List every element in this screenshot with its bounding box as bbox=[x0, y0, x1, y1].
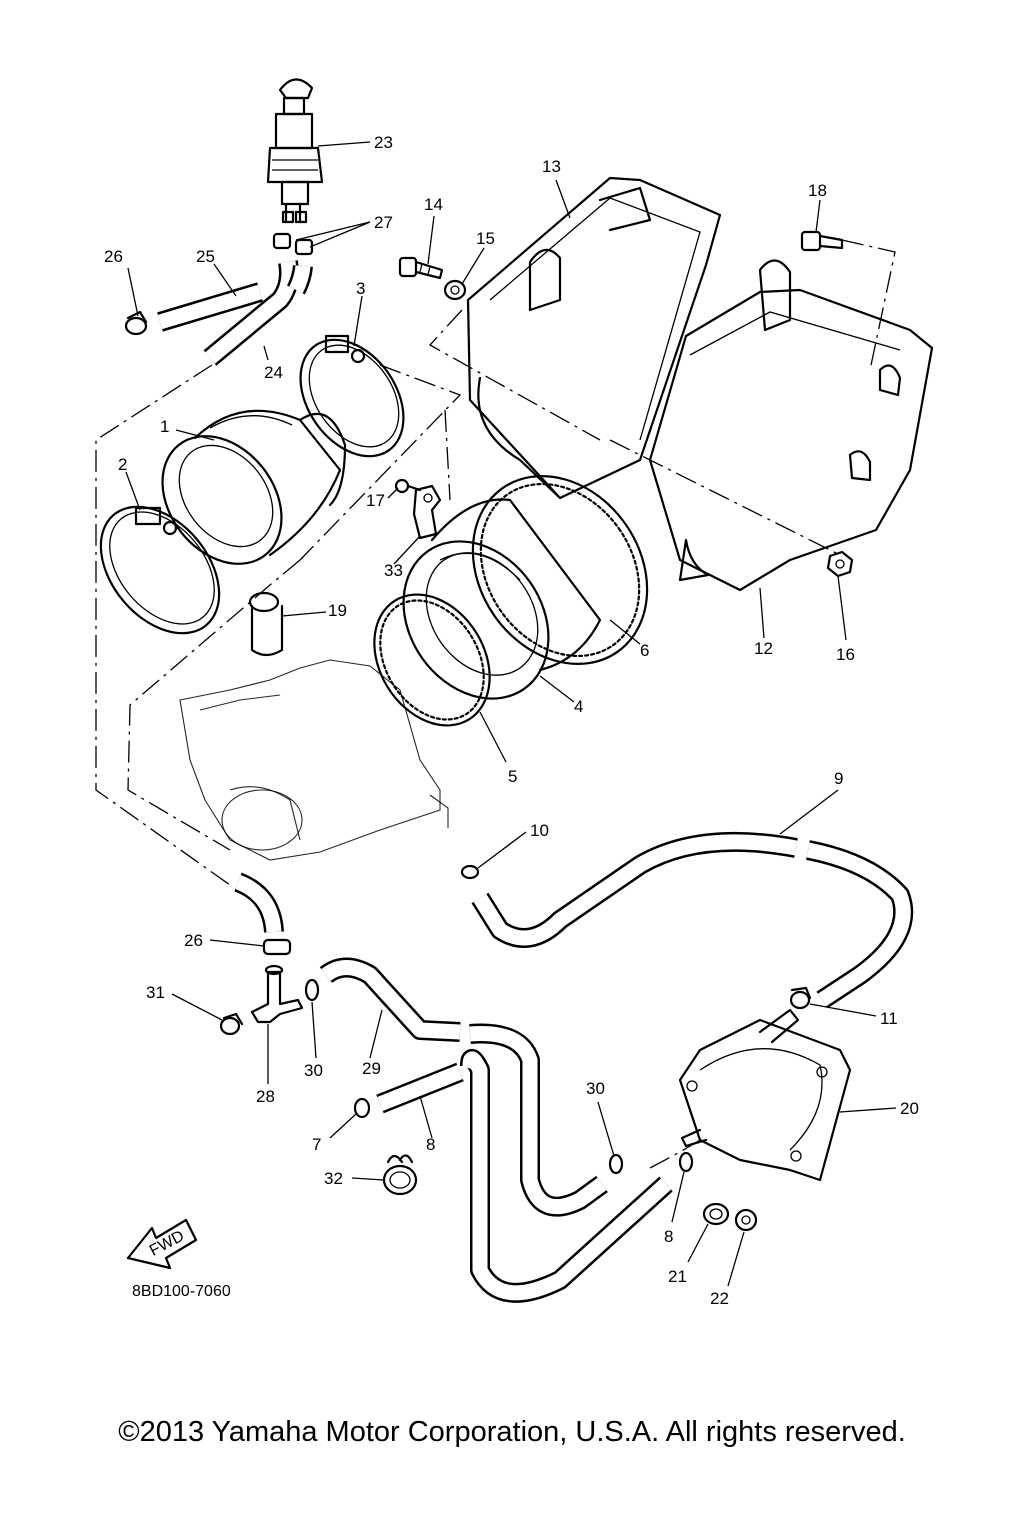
label-10: 10 bbox=[530, 821, 549, 840]
copyright-notice: ©2013 Yamaha Motor Corporation, U.S.A. A… bbox=[118, 1416, 906, 1448]
fuel-hose-9 bbox=[471, 831, 914, 1009]
clamp-band-2 bbox=[99, 505, 221, 635]
clip-32 bbox=[382, 1154, 418, 1196]
air-box-cover-13 bbox=[466, 176, 722, 500]
label-7: 8 bbox=[426, 1135, 435, 1154]
label-30-left: 30 bbox=[304, 1061, 323, 1080]
clip-30-left bbox=[304, 978, 320, 1002]
label-21: 21 bbox=[668, 1267, 687, 1286]
label-8-left: 7 bbox=[312, 1135, 321, 1154]
fwd-arrow: FWD bbox=[126, 1218, 198, 1270]
label-24: 24 bbox=[264, 363, 283, 382]
part-labels: 23 27 26 25 24 3 1 2 13 14 15 18 17 33 1… bbox=[104, 133, 919, 1308]
small-clamps bbox=[272, 232, 314, 256]
label-12: 12 bbox=[754, 639, 773, 658]
breather-hoses bbox=[124, 260, 313, 366]
label-3: 3 bbox=[356, 279, 365, 298]
label-1: 1 bbox=[160, 417, 169, 436]
nut-16 bbox=[826, 550, 854, 578]
joint-4 bbox=[402, 540, 550, 700]
clip-8-left bbox=[353, 1097, 371, 1119]
label-9: 9 bbox=[834, 769, 843, 788]
label-5: 5 bbox=[508, 767, 517, 786]
label-29: 29 bbox=[362, 1059, 381, 1078]
breather-hose-lower bbox=[233, 872, 292, 956]
bracket-33 bbox=[412, 484, 442, 540]
label-4: 4 bbox=[574, 697, 583, 716]
label-11: 11 bbox=[880, 1009, 898, 1028]
label-8-right: 8 bbox=[664, 1227, 673, 1246]
tee-joint-28 bbox=[250, 964, 304, 1024]
label-31: 31 bbox=[146, 983, 165, 1002]
bolt-18 bbox=[800, 230, 844, 252]
label-2: 2 bbox=[118, 455, 127, 474]
label-30-right: 30 bbox=[586, 1079, 605, 1098]
label-33: 33 bbox=[384, 561, 403, 580]
fuel-hose-7 bbox=[376, 1062, 464, 1114]
label-15: 15 bbox=[476, 229, 495, 248]
clamp-band-3 bbox=[299, 334, 405, 458]
grommet-21 bbox=[702, 1202, 730, 1226]
label-26-top: 26 bbox=[104, 247, 123, 266]
label-20: 20 bbox=[900, 1099, 919, 1118]
ring-5 bbox=[373, 593, 491, 727]
joint-6 bbox=[430, 475, 649, 672]
label-13: 13 bbox=[542, 157, 561, 176]
label-17: 17 bbox=[366, 491, 385, 510]
label-32: 32 bbox=[324, 1169, 343, 1188]
label-25: 25 bbox=[196, 247, 215, 266]
label-18: 18 bbox=[808, 181, 827, 200]
label-22: 22 bbox=[710, 1289, 729, 1308]
joint-1 bbox=[161, 409, 347, 565]
clip-10 bbox=[460, 864, 480, 880]
fuel-hose-29 bbox=[319, 957, 673, 1303]
drawing-code: 8BD100-7060 bbox=[132, 1283, 231, 1300]
assembly-lines bbox=[95, 239, 896, 1169]
clamp-31 bbox=[219, 1012, 244, 1036]
label-6: 6 bbox=[640, 641, 649, 660]
leader-lines bbox=[125, 141, 897, 1287]
washer-15 bbox=[443, 279, 467, 301]
bolt-14 bbox=[398, 256, 444, 280]
washer-22 bbox=[734, 1208, 758, 1232]
engine-outline bbox=[179, 659, 449, 861]
label-27: 27 bbox=[374, 213, 393, 232]
label-26-bottom: 26 bbox=[184, 931, 203, 950]
clip-8-right bbox=[678, 1151, 694, 1173]
label-16: 16 bbox=[836, 645, 855, 664]
clip-30-right bbox=[608, 1153, 624, 1175]
choke-plunger bbox=[266, 78, 324, 224]
air-box-case-12 bbox=[648, 259, 934, 592]
label-19: 19 bbox=[328, 601, 347, 620]
label-28: 28 bbox=[256, 1087, 275, 1106]
label-14: 14 bbox=[424, 195, 443, 214]
clamp-11 bbox=[789, 986, 812, 1010]
cap-19 bbox=[248, 591, 284, 657]
fuel-pump-20 bbox=[678, 1008, 852, 1182]
label-23: 23 bbox=[374, 133, 393, 152]
